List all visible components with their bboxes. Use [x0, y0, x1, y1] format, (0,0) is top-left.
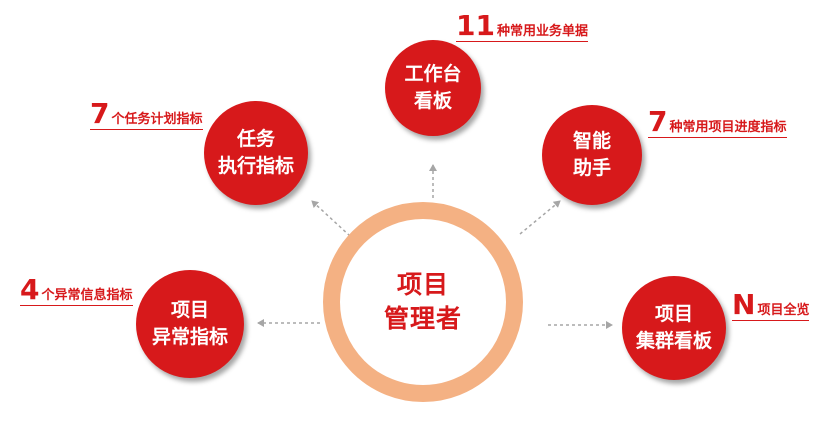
callout-assistant-text: 种常用项目进度指标 — [669, 120, 787, 135]
callout-cluster-text: 项目全览 — [757, 303, 810, 318]
callout-cluster-number: N — [732, 288, 756, 321]
node-assistant-label: 智能 助手 — [572, 130, 611, 179]
node-cluster-label: 项目 集群看板 — [635, 303, 712, 352]
node-anomaly-label: 项目 异常指标 — [151, 299, 228, 348]
callout-anomaly-number: 4 — [20, 273, 40, 306]
callout-task-number: 7 — [90, 97, 110, 130]
node-cluster: 项目 集群看板 — [622, 276, 726, 380]
node-task-label: 任务 执行指标 — [217, 128, 294, 177]
center-label: 项目 管理者 — [383, 270, 462, 333]
node-task: 任务 执行指标 — [204, 101, 308, 205]
callout-workbench-text: 种常用业务单据 — [496, 24, 588, 39]
arrow-to-assistant — [519, 200, 561, 235]
arrow-to-task — [311, 200, 351, 237]
callout-workbench-number: 11 — [456, 9, 495, 42]
callout-task-text: 个任务计划指标 — [111, 112, 203, 127]
node-anomaly: 项目 异常指标 — [136, 270, 244, 378]
node-assistant: 智能 助手 — [542, 105, 642, 205]
callout-anomaly-text: 个异常信息指标 — [41, 288, 133, 303]
node-workbench-label: 工作台 看板 — [404, 63, 462, 112]
node-workbench: 工作台 看板 — [385, 40, 481, 136]
center-ring: 项目 管理者 — [323, 202, 523, 402]
callout-assistant-number: 7 — [648, 105, 668, 138]
